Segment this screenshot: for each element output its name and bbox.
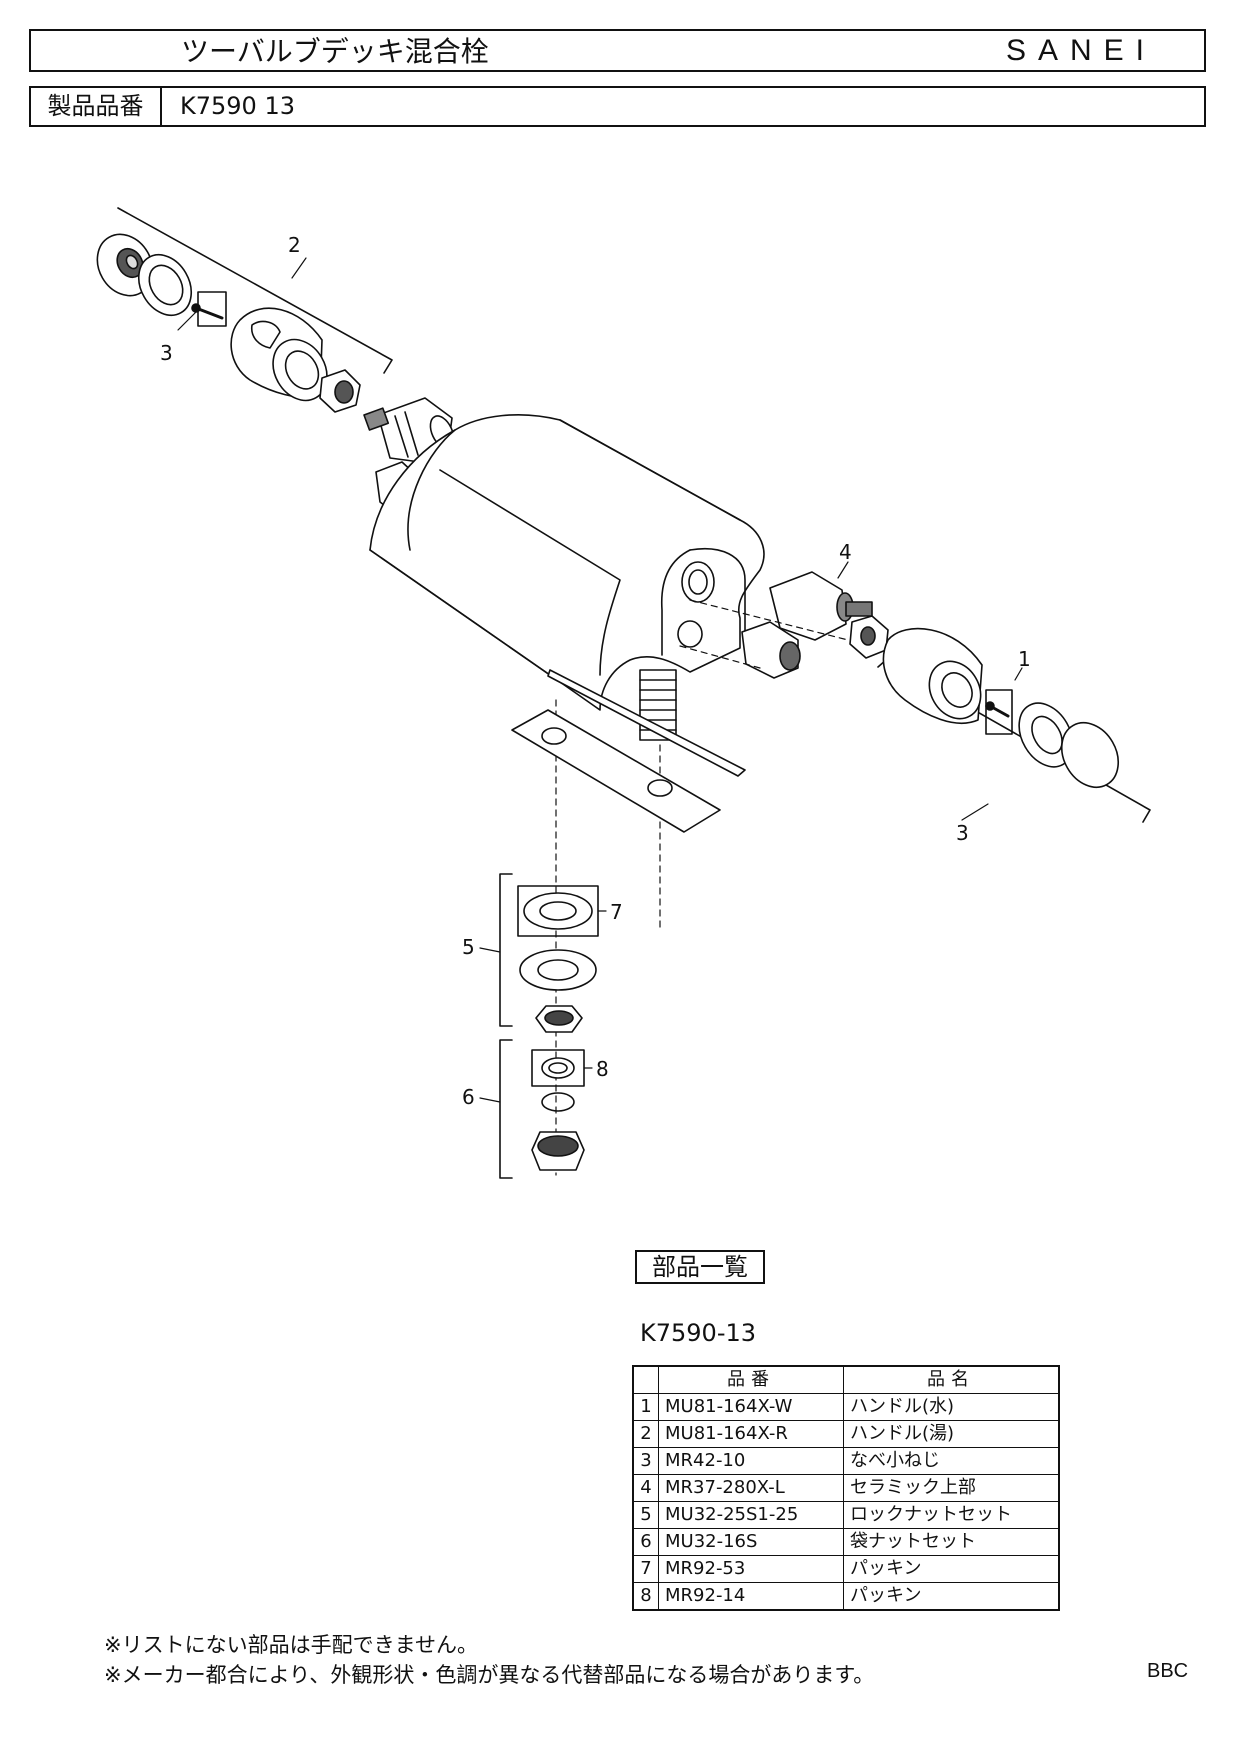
product-number-value: K7590 13 — [180, 92, 295, 120]
row-code: MR92-53 — [658, 1555, 844, 1583]
table-row: 8 MR92-14 パッキン — [632, 1582, 1060, 1611]
row-no: 8 — [632, 1582, 659, 1611]
callout-1: 1 — [1018, 647, 1031, 671]
title-bar: ツーバルブデッキ混合栓 SANEI — [29, 29, 1206, 72]
left-washer-illustration — [137, 254, 193, 316]
table-row: 2 MU81-164X-R ハンドル(湯) — [632, 1420, 1060, 1448]
parts-list-model: K7590-13 — [640, 1319, 757, 1347]
callout-8: 8 — [596, 1057, 609, 1081]
parts-table: 品番 品名 1 MU81-164X-W ハンドル(水) 2 MU81-164X-… — [632, 1365, 1060, 1611]
note-line-1: ※リストにない部品は手配できません。 — [104, 1633, 478, 1657]
lock-washer-illustration — [519, 949, 597, 991]
bracket-part-6 — [499, 1039, 513, 1179]
notes: ※リストにない部品は手配できません。 ※メーカー都合により、外観形状・色調が異な… — [104, 1630, 874, 1690]
bracket-part-1 — [877, 659, 1151, 823]
right-screw-illustration — [985, 689, 1013, 735]
exploded-parts-diagram: 2 3 4 1 3 7 5 8 6 — [96, 207, 1151, 1179]
row-code: MU81-164X-W — [658, 1393, 844, 1421]
row-name: ハンドル(湯) — [843, 1420, 1060, 1448]
row-code: MU81-164X-R — [658, 1420, 844, 1448]
row-no: 5 — [632, 1501, 659, 1529]
header-name: 品名 — [843, 1365, 1060, 1394]
callout-5: 5 — [462, 935, 475, 959]
product-number-bar: 製品品番 K7590 13 — [29, 86, 1206, 127]
left-nut-illustration — [319, 369, 361, 413]
row-no: 2 — [632, 1420, 659, 1448]
document-title: ツーバルブデッキ混合栓 — [181, 35, 489, 68]
callout-6: 6 — [462, 1085, 475, 1109]
leader-lines — [177, 257, 1023, 1103]
footer-code: BBC — [1147, 1660, 1189, 1682]
callout-4: 4 — [839, 540, 852, 564]
header-no — [632, 1365, 659, 1394]
base-plate-illustration — [511, 669, 746, 833]
packing-8-illustration — [531, 1049, 585, 1087]
table-row: 3 MR42-10 なべ小ねじ — [632, 1447, 1060, 1475]
table-row: 6 MU32-16S 袋ナットセット — [632, 1528, 1060, 1556]
right-handle-illustration — [882, 627, 983, 724]
table-row: 4 MR37-280X-L セラミック上部 — [632, 1474, 1060, 1502]
row-name: 袋ナットセット — [843, 1528, 1060, 1556]
lock-nut-illustration — [535, 1005, 583, 1033]
brand-logo: SANEI — [1005, 34, 1156, 67]
table-row: 7 MR92-53 パッキン — [632, 1555, 1060, 1583]
right-washer-illustration — [1018, 702, 1074, 768]
row-no: 4 — [632, 1474, 659, 1502]
note-line-2: ※メーカー都合により、外観形状・色調が異なる代替部品になる場合があります。 — [104, 1663, 875, 1687]
callout-7: 7 — [610, 900, 623, 924]
row-code: MR92-14 — [658, 1582, 844, 1611]
faucet-body-illustration — [369, 414, 765, 741]
callout-3-left: 3 — [160, 341, 173, 365]
row-name: パッキン — [843, 1555, 1060, 1583]
left-screw-illustration — [191, 291, 227, 327]
row-no: 6 — [632, 1528, 659, 1556]
row-code: MU32-16S — [658, 1528, 844, 1556]
callout-2: 2 — [288, 233, 301, 257]
row-name: パッキン — [843, 1582, 1060, 1611]
row-code: MR37-280X-L — [658, 1474, 844, 1502]
row-code: MU32-25S1-25 — [658, 1501, 844, 1529]
table-row: 5 MU32-25S1-25 ロックナットセット — [632, 1501, 1060, 1529]
bracket-part-2 — [117, 207, 393, 374]
row-no: 1 — [632, 1393, 659, 1421]
washer-7-illustration — [517, 885, 599, 937]
assembly-axis-lines — [555, 599, 849, 1176]
right-nut-illustration — [849, 615, 889, 659]
bracket-part-5 — [499, 873, 513, 1027]
cap-nut-illustration — [531, 1131, 585, 1171]
right-cap-illustration — [1060, 722, 1120, 788]
o-ring-illustration — [541, 1092, 575, 1112]
product-number-label: 製品品番 — [31, 88, 162, 125]
callout-3-right: 3 — [956, 821, 969, 845]
parts-table-header-row: 品番 品名 — [632, 1365, 1060, 1394]
row-name: ロックナットセット — [843, 1501, 1060, 1529]
row-code: MR42-10 — [658, 1447, 844, 1475]
parts-list-heading: 部品一覧 — [635, 1250, 765, 1284]
header-code: 品番 — [658, 1365, 844, 1394]
row-name: なべ小ねじ — [843, 1447, 1060, 1475]
left-handle-illustration — [230, 307, 328, 402]
row-no: 3 — [632, 1447, 659, 1475]
table-row: 1 MU81-164X-W ハンドル(水) — [632, 1393, 1060, 1421]
row-name: ハンドル(水) — [843, 1393, 1060, 1421]
row-no: 7 — [632, 1555, 659, 1583]
row-name: セラミック上部 — [843, 1474, 1060, 1502]
